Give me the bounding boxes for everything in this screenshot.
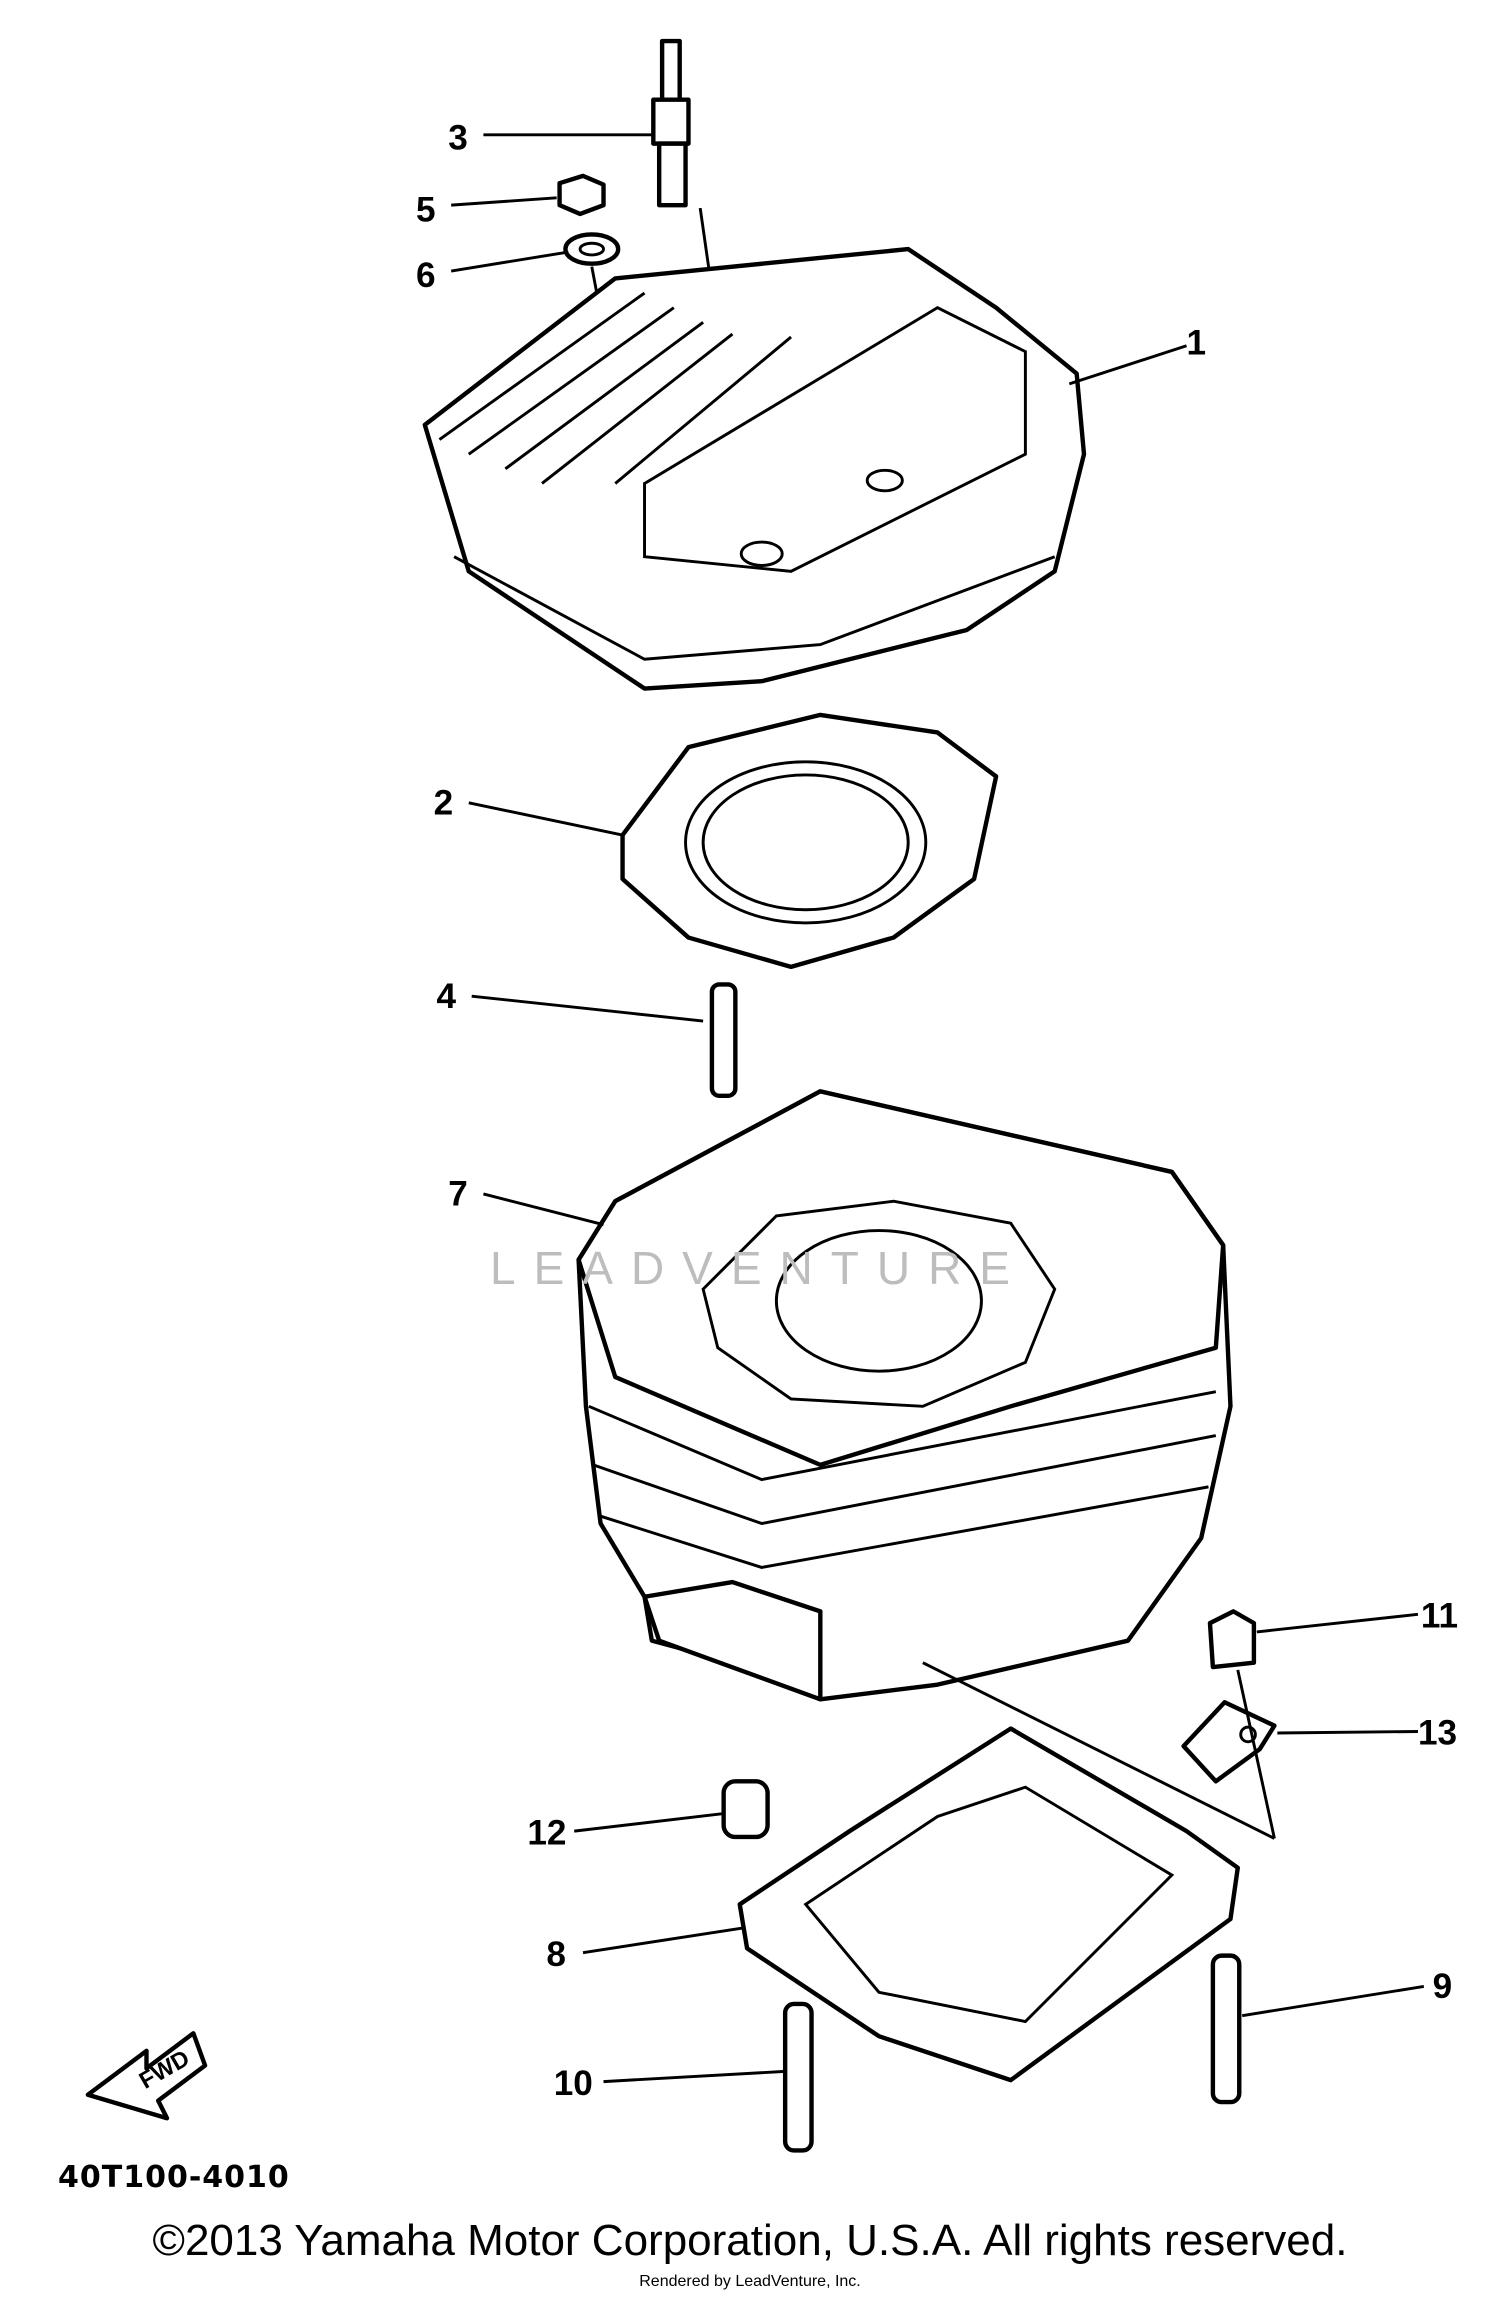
cylinder-head xyxy=(422,246,1087,691)
stud xyxy=(709,982,738,1098)
rendered-by-notice: Rendered by LeadVenture, Inc. xyxy=(639,2273,861,2290)
head-gasket xyxy=(620,712,999,970)
copyright-notice: ©2013 Yamaha Motor Corporation, U.S.A. A… xyxy=(152,2216,1348,2265)
callout-2: 2 xyxy=(434,784,454,823)
callout-1: 1 xyxy=(1187,324,1207,363)
fwd-arrow-icon: FWD xyxy=(85,2031,208,2121)
cylinder xyxy=(576,1089,1233,1702)
dowel-pin xyxy=(721,1779,770,1840)
callout-5: 5 xyxy=(416,190,436,229)
callout-3: 3 xyxy=(448,118,468,157)
base-gasket xyxy=(737,1661,1276,2083)
stud xyxy=(782,2001,814,2153)
callout-7: 7 xyxy=(448,1175,468,1214)
callout-12: 12 xyxy=(527,1813,566,1852)
callout-13: 13 xyxy=(1418,1714,1457,1753)
cap-nut xyxy=(1207,1609,1257,1670)
callout-10: 10 xyxy=(554,2064,593,2103)
bracket xyxy=(1181,1700,1277,1784)
callout-9: 9 xyxy=(1433,1967,1453,2006)
stud xyxy=(1210,1953,1242,2105)
callout-4: 4 xyxy=(437,977,457,1016)
washer xyxy=(563,232,621,266)
callout-6: 6 xyxy=(416,256,436,295)
nut xyxy=(557,173,606,217)
diagram-code: 40T100-4010 xyxy=(58,2160,290,2195)
callout-8: 8 xyxy=(546,1935,566,1974)
callout-11: 11 xyxy=(1421,1597,1458,1636)
